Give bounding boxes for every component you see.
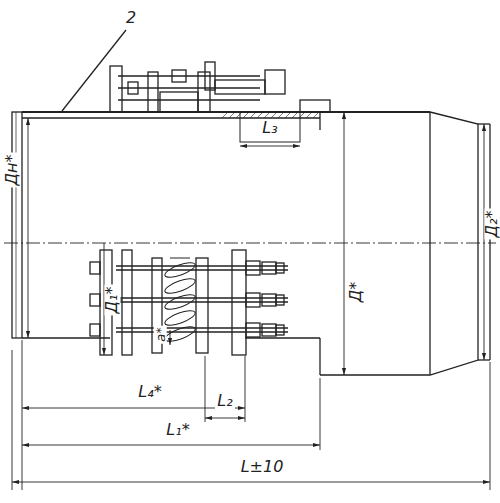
tie-bolts [262, 324, 276, 336]
tie-bolts [276, 325, 284, 335]
dimension-label: L₂ [215, 393, 234, 409]
end-ring [12, 112, 22, 338]
tie-bolts [246, 293, 260, 307]
dimension-lines [484, 124, 485, 360]
end-ring [12, 112, 22, 338]
packing-hatch [250, 112, 256, 118]
coil-spring [163, 276, 196, 296]
stuffing-box-upper [118, 75, 260, 76]
dimension-lines [22, 445, 320, 446]
dimension-lines [22, 408, 245, 409]
dimension-lines [22, 340, 23, 490]
packing-hatch [285, 112, 291, 118]
stuffing-box-upper [110, 66, 122, 112]
center-line [4, 243, 496, 244]
dimension-label: L₁* [164, 422, 191, 438]
end-ring [16, 112, 17, 338]
dimension-label: L±10 [239, 459, 286, 475]
stuffing-box-upper [300, 100, 330, 112]
stuffing-box-upper [110, 62, 330, 142]
dimension-label: Д₂* [484, 209, 500, 240]
stuffing-box-upper [160, 92, 198, 112]
tie-bolts [276, 263, 284, 273]
stuffing-box-upper [148, 72, 158, 112]
pipe-body [429, 112, 430, 375]
stuffing-box-upper [198, 72, 210, 112]
packing-hatch [264, 112, 270, 118]
dimension-lines [320, 378, 321, 450]
packing-hatch [299, 112, 305, 118]
dimension-lines [205, 356, 206, 422]
pipe-body [22, 117, 320, 118]
dimension-label: a* [154, 325, 167, 343]
stuffing-box-upper [172, 70, 186, 82]
dimension-label: Д* [348, 280, 364, 305]
packing-hatch [292, 112, 298, 118]
tie-bolts [90, 262, 100, 274]
center-line [4, 242, 496, 243]
stuffing-box-upper [128, 82, 138, 94]
dimension-label: Дн* [4, 153, 20, 188]
coil-spring [163, 258, 196, 344]
tie-bolts [90, 261, 288, 337]
dimension-label: L₄* [136, 384, 163, 400]
tie-bolts [246, 261, 260, 275]
dimension-lines [240, 146, 300, 147]
flanges-lower [196, 258, 208, 353]
dimension-lines [205, 418, 245, 419]
pipe-body [320, 112, 478, 375]
dimension-label: 2 [124, 10, 138, 26]
dimension-lines [245, 356, 246, 422]
coil-spring [163, 308, 196, 328]
tie-bolts [90, 324, 100, 336]
stuffing-box-upper [118, 87, 260, 88]
tie-bolts [246, 323, 260, 337]
dimension-lines [12, 112, 490, 490]
tie-bolts [262, 294, 276, 306]
dimension-label: L₃ [260, 120, 279, 136]
pipe-body [319, 112, 320, 130]
pipe-body [22, 112, 490, 375]
packing-hatch [236, 112, 242, 118]
tie-bolts [262, 262, 276, 274]
stuffing-box-upper [215, 80, 265, 94]
coil-spring [170, 258, 190, 259]
pipe-body [489, 124, 490, 360]
dimension-label: Д₁* [104, 285, 120, 316]
pipe-body [22, 337, 110, 338]
coil-spring [163, 292, 196, 312]
stuffing-box-upper [265, 70, 285, 94]
pipe-body [22, 111, 430, 113]
dimension-lines [12, 350, 13, 490]
packing-hatch [243, 112, 249, 118]
packing-hatch [271, 112, 277, 118]
dimension-lines [12, 482, 490, 483]
leader-line [62, 30, 126, 111]
leader-line [62, 30, 126, 111]
tie-bolts [90, 294, 100, 306]
packing-hatch [278, 112, 284, 118]
dimension-lines [170, 330, 171, 345]
dimension-lines [28, 118, 29, 338]
dimension-lines [490, 362, 491, 490]
packing-hatch [257, 112, 263, 118]
dimension-lines [344, 112, 345, 375]
stuffing-box-upper [240, 112, 300, 142]
packing-hatch [306, 112, 312, 118]
packing-hatch [229, 112, 235, 118]
coil-spring [163, 260, 196, 280]
tie-bolts [276, 295, 284, 305]
pipe-body [319, 338, 320, 375]
packing-hatch [222, 112, 228, 118]
stuffing-box-upper [118, 99, 260, 100]
packing-hatch [313, 112, 319, 118]
coil-spring [163, 324, 196, 344]
packing-hatch [222, 112, 319, 118]
